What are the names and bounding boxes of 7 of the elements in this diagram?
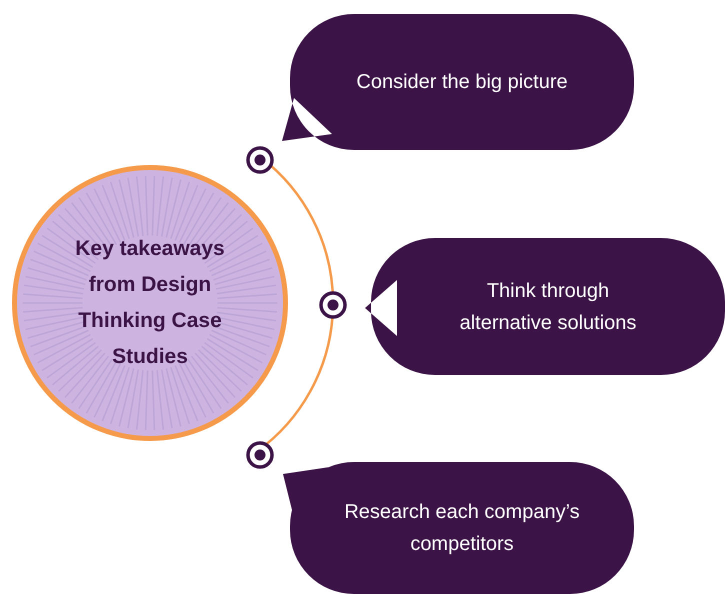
speech-bubble <box>363 238 725 375</box>
bubble-text: Consider the big picture <box>355 70 569 95</box>
center-title: Key takeaways from Design Thinking Case Studies <box>74 236 226 370</box>
bubble-text: Think through alternative solutions <box>458 278 638 336</box>
speech-bubble <box>280 14 634 150</box>
speech-bubble <box>280 462 634 594</box>
bubble-text: Research each company’s competitors <box>343 500 581 557</box>
